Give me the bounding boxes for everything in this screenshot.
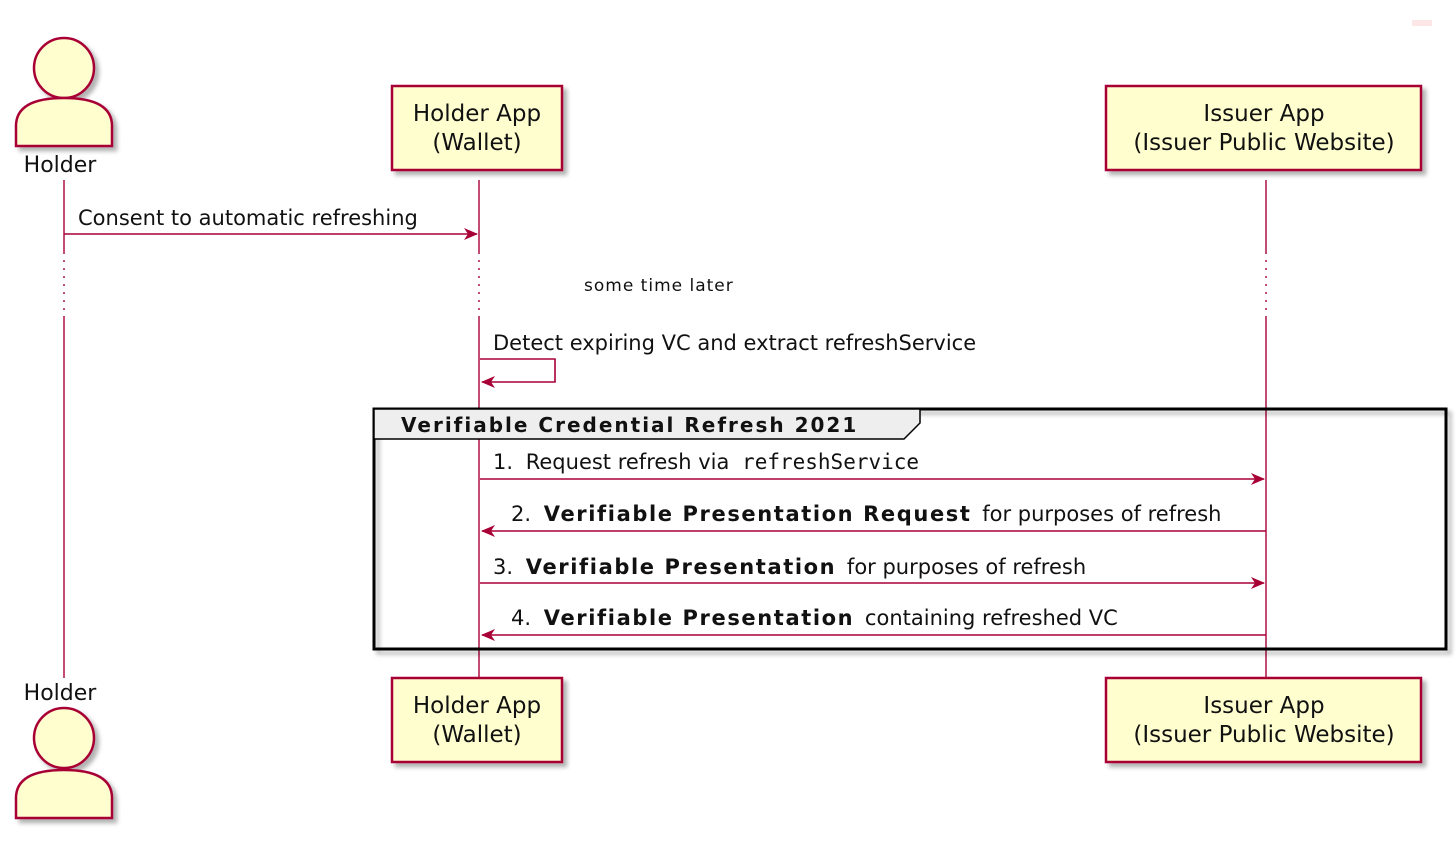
holder-name-top: Holder: [24, 153, 98, 178]
svg-text:2. Verifiable Presentati: 2. Verifiable Presentation Request for p…: [511, 502, 1221, 526]
svg-text:Issuer App: Issuer App: [1203, 101, 1324, 127]
holder-actor-top: [14, 36, 114, 148]
svg-text:Holder App: Holder App: [413, 101, 541, 127]
wallet-box-top: Holder App (Wallet): [390, 84, 564, 172]
svg-text:1. Request refresh via: 1. Request refresh via refreshService: [493, 450, 919, 474]
message-consent: Consent to automatic refreshing: [64, 206, 478, 240]
message-step-1: 1. Request refresh via refreshService: [480, 450, 1265, 485]
svg-text:Issuer App: Issuer App: [1203, 693, 1324, 719]
svg-text:(Issuer Public Website): (Issuer Public Website): [1133, 130, 1394, 156]
holder-head-icon: [32, 36, 96, 100]
wallet-box-bottom: Holder App (Wallet): [390, 676, 564, 764]
svg-text:3. Verifiable Presentati: 3. Verifiable Presentation for purposes …: [493, 555, 1086, 579]
message-step-2: 2. Verifiable Presentation Request for p…: [481, 502, 1266, 537]
holder-head-icon: [32, 706, 96, 770]
corner-mark: [1412, 20, 1432, 26]
holder-actor-bottom: [14, 706, 114, 820]
holder-name-bottom: Holder: [24, 681, 98, 706]
group-title: Verifiable Credential Refresh 2021: [401, 413, 858, 437]
issuer-box-bottom: Issuer App (Issuer Public Website): [1104, 676, 1423, 764]
message-detect-self: Detect expiring VC and extract refreshSe…: [480, 331, 976, 388]
issuer-box-top: Issuer App (Issuer Public Website): [1104, 84, 1423, 172]
svg-text:Holder App: Holder App: [413, 693, 541, 719]
svg-text:(Issuer Public Website): (Issuer Public Website): [1133, 722, 1394, 748]
group-title-tab: [373, 408, 921, 440]
svg-text:Consent to automatic refreshin: Consent to automatic refreshing: [78, 206, 418, 230]
holder-body-icon: [14, 96, 114, 148]
message-step-3: 3. Verifiable Presentation for purposes …: [480, 555, 1265, 589]
holder-body-icon: [14, 768, 114, 820]
svg-text:(Wallet): (Wallet): [432, 722, 521, 748]
svg-text:Detect expiring VC and extract: Detect expiring VC and extract refreshSe…: [493, 331, 976, 355]
svg-text:4. Verifiable Presentati: 4. Verifiable Presentation containing re…: [511, 606, 1118, 630]
delay-label: some time later: [584, 276, 734, 296]
svg-text:(Wallet): (Wallet): [432, 130, 521, 156]
message-step-4: 4. Verifiable Presentation containing re…: [481, 606, 1266, 641]
group-frame: Verifiable Credential Refresh 2021: [372, 407, 1448, 651]
